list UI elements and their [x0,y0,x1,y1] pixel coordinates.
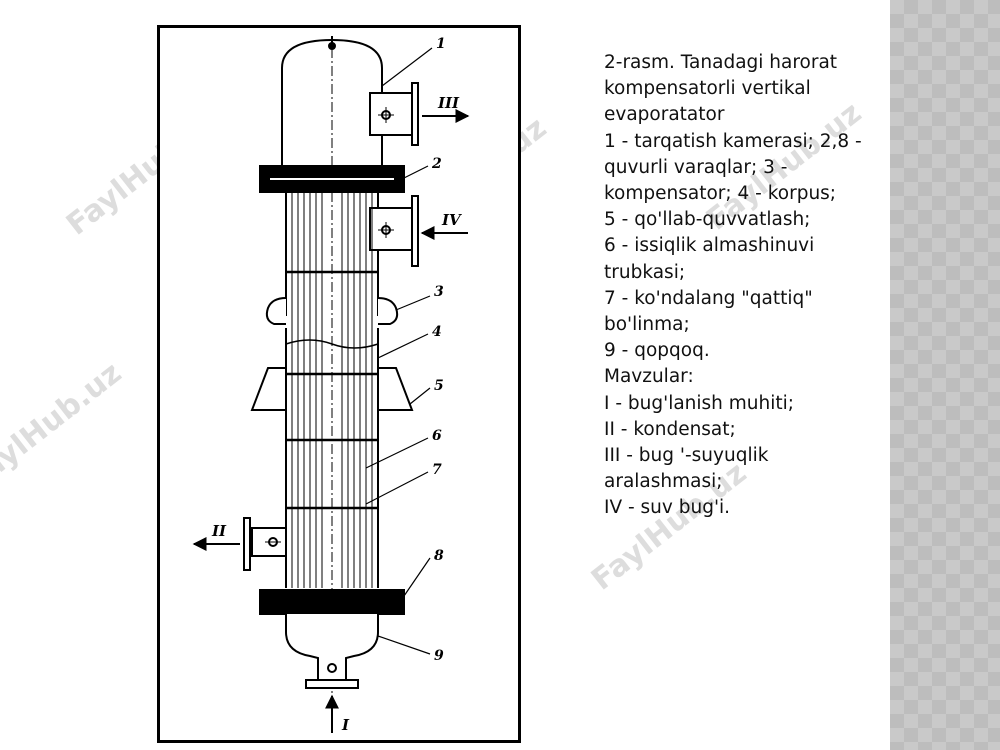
figure-caption: 2-rasm. Tanadagi harorat kompensatorli v… [604,52,862,519]
callout-9: 9 [434,648,444,664]
support-right [377,367,414,411]
flow-label-iii: III [437,94,460,112]
bottom-cover [285,614,379,681]
tube-bundle [291,192,373,588]
callout-4: 4 [432,324,442,340]
flow-label-iv: IV [441,211,462,229]
decorative-side-pattern [890,0,1000,750]
evaporator-diagram: 1 2 3 4 5 6 7 8 9 III IV II I [192,36,470,734]
callout-7: 7 [432,462,442,478]
nozzle-inlet-iv [369,195,419,267]
upper-tube-sheet [259,165,405,179]
support-left [250,367,287,411]
flow-label-i: I [341,716,350,734]
baffles [286,270,378,510]
compensator [265,297,287,325]
watermark: FaylHub.uz [0,355,129,498]
callout-5: 5 [434,378,444,394]
callout-8: 8 [434,548,444,564]
evaporator-figure: 1 2 3 4 5 6 7 8 9 III IV II I [157,25,521,743]
nozzle-condensate-ii [243,517,287,571]
flow-label-ii: II [211,522,227,540]
callout-3: 3 [434,284,444,300]
lower-tube-sheet [259,589,405,603]
callout-6: 6 [432,428,442,444]
callout-2: 2 [431,156,442,172]
nozzle-outlet-iii [369,82,419,146]
callout-1: 1 [436,36,446,52]
